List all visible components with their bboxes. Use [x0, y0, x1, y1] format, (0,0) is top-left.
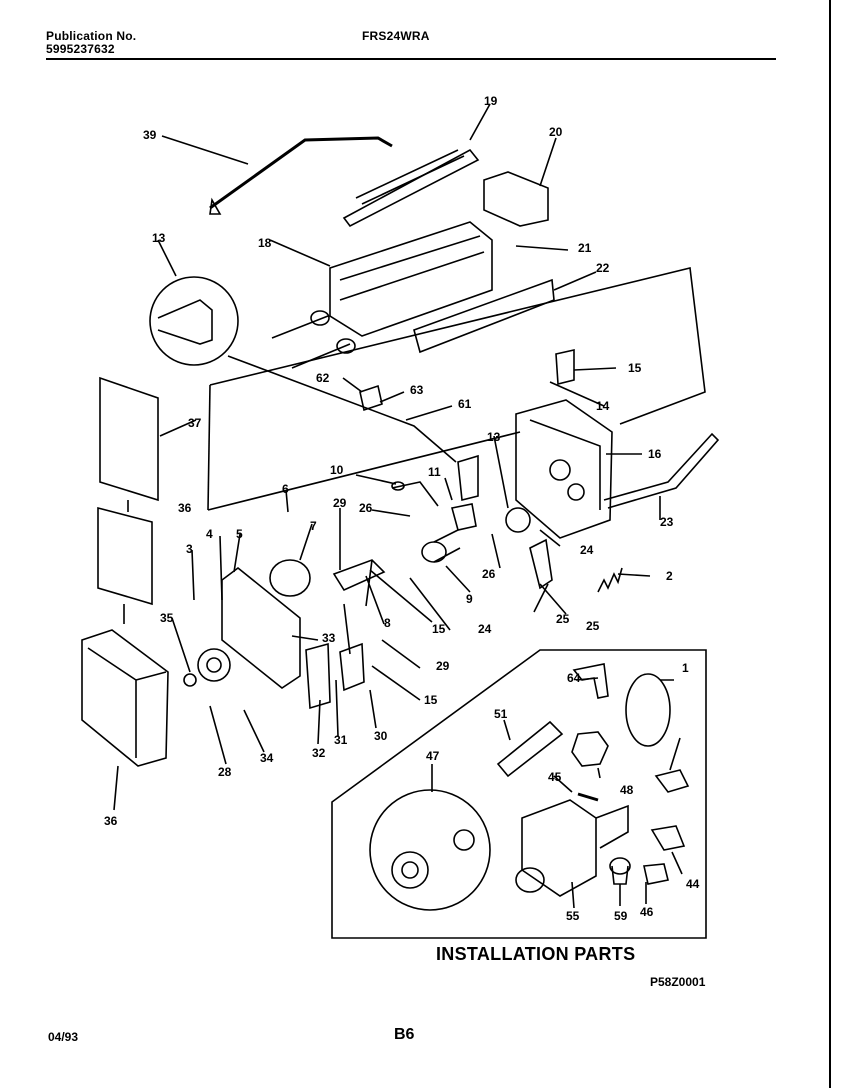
callout-11: 11	[428, 465, 441, 479]
callout-37: 37	[188, 416, 202, 430]
callout-29b: 29	[436, 659, 450, 673]
callout-5: 5	[236, 527, 243, 541]
footer-page: B6	[394, 1026, 415, 1043]
callout-55: 55	[566, 909, 580, 923]
callout-27: 24	[478, 622, 492, 636]
publication-number: 5995237632	[46, 42, 115, 56]
callout-8: 8	[384, 616, 391, 630]
callout-22: 23	[660, 515, 674, 529]
callout-18: 19	[484, 94, 498, 108]
callout-4: 4	[206, 527, 213, 541]
callout-14: 14	[596, 399, 610, 413]
callout-3: 3	[186, 542, 193, 556]
callout-44: 44	[686, 877, 700, 891]
callout-32: 32	[312, 746, 326, 760]
callout-20: 21	[578, 241, 592, 255]
callout-9: 9	[466, 592, 473, 606]
part-callouts: 39 19 20 13 18 21 22 15 62 63 61 14 37 1…	[104, 94, 700, 923]
callout-16: 16	[648, 447, 662, 461]
callout-39: 39	[143, 128, 157, 142]
callout-51: 51	[494, 707, 508, 721]
callout-33: 33	[322, 631, 336, 645]
header-rule	[46, 58, 776, 60]
callout-1: 1	[682, 661, 689, 675]
callout-59: 59	[614, 909, 628, 923]
callout-35: 35	[160, 611, 174, 625]
callout-21: 22	[596, 261, 610, 275]
publication-label: Publication No.	[46, 29, 137, 43]
callout-15a: 15	[628, 361, 642, 375]
footer-date: 04/93	[48, 1030, 79, 1044]
callout-45: 45	[548, 770, 562, 784]
callout-60: 61	[458, 397, 472, 411]
page-edge-bar	[829, 0, 831, 1088]
callout-46: 46	[640, 905, 654, 919]
callout-7: 7	[310, 519, 317, 533]
callout-36a: 36	[178, 501, 192, 515]
installation-parts-title: INSTALLATION PARTS	[436, 944, 636, 964]
callout-23: 24	[580, 543, 594, 557]
callout-25: 25	[556, 612, 570, 626]
callout-10: 10	[330, 463, 344, 477]
callout-36b: 36	[104, 814, 118, 828]
callout-13: 13	[487, 430, 501, 444]
callout-48: 48	[620, 783, 634, 797]
callout-6: 6	[282, 482, 289, 496]
callout-17: 18	[258, 236, 272, 250]
callout-24: 25	[586, 619, 600, 633]
callout-29a: 29	[333, 496, 347, 510]
callout-63: 64	[567, 671, 581, 685]
callout-31: 31	[334, 733, 348, 747]
callout-28: 28	[218, 765, 232, 779]
callout-34: 34	[260, 751, 274, 765]
callout-47: 47	[426, 749, 440, 763]
figure-id: P58Z0001	[650, 975, 706, 989]
callout-15b: 15	[432, 622, 446, 636]
callout-12: 13	[152, 231, 166, 245]
callout-62: 63	[410, 383, 424, 397]
callout-19: 20	[549, 125, 563, 139]
model-number: FRS24WRA	[362, 29, 430, 43]
callout-61: 62	[316, 371, 330, 385]
callout-15c: 15	[424, 693, 438, 707]
callout-26b: 26	[482, 567, 496, 581]
callout-26a: 26	[359, 501, 373, 515]
callout-30: 30	[374, 729, 388, 743]
callout-2: 2	[666, 569, 673, 583]
